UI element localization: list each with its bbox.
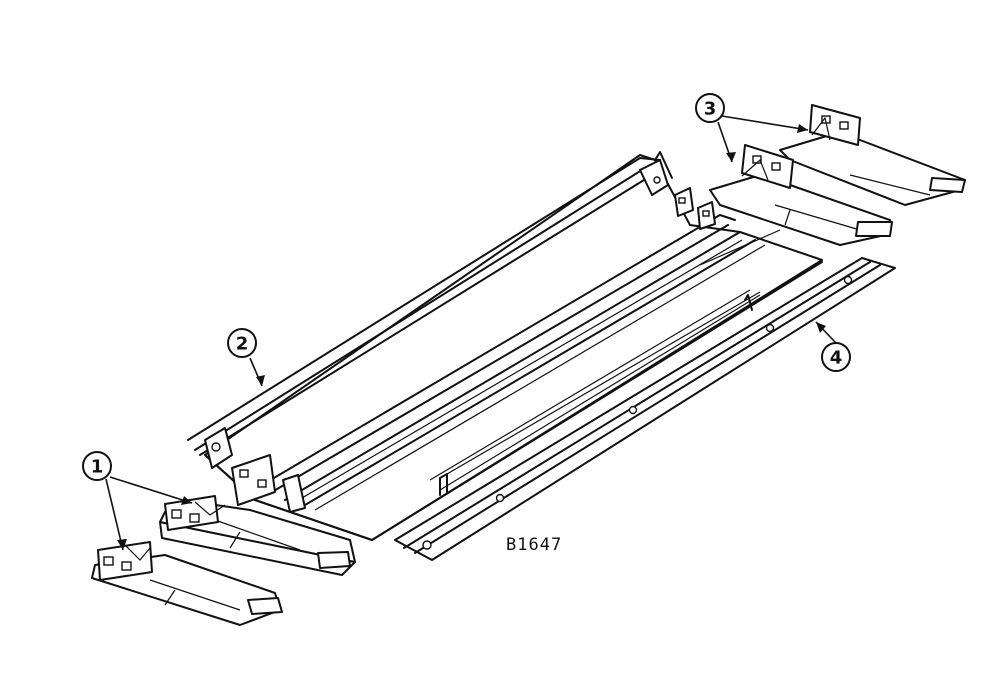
leader-arrowheads — [117, 124, 826, 550]
callout-label-1: 1 — [91, 457, 104, 478]
callout-circle — [695, 93, 725, 123]
part-4-side-rail — [394, 257, 896, 561]
part-1-plate-lower — [91, 541, 283, 626]
callout-4: 4 — [821, 342, 851, 372]
figure-reference-code: B1647 — [506, 535, 562, 555]
callout-label-3: 3 — [704, 99, 717, 120]
part-2-trough — [187, 151, 823, 541]
callout-circle — [82, 451, 112, 481]
callout-3: 3 — [695, 93, 725, 123]
callout-circle — [227, 328, 257, 358]
part-3-plate-lower — [709, 144, 893, 246]
callout-label-2: 2 — [236, 334, 249, 355]
part-3-plate-upper — [779, 104, 966, 206]
callout-2: 2 — [227, 328, 257, 358]
callout-circle — [821, 342, 851, 372]
callout-1: 1 — [82, 451, 112, 481]
part-1-plate-upper — [159, 495, 356, 576]
callout-label-4: 4 — [830, 348, 843, 369]
